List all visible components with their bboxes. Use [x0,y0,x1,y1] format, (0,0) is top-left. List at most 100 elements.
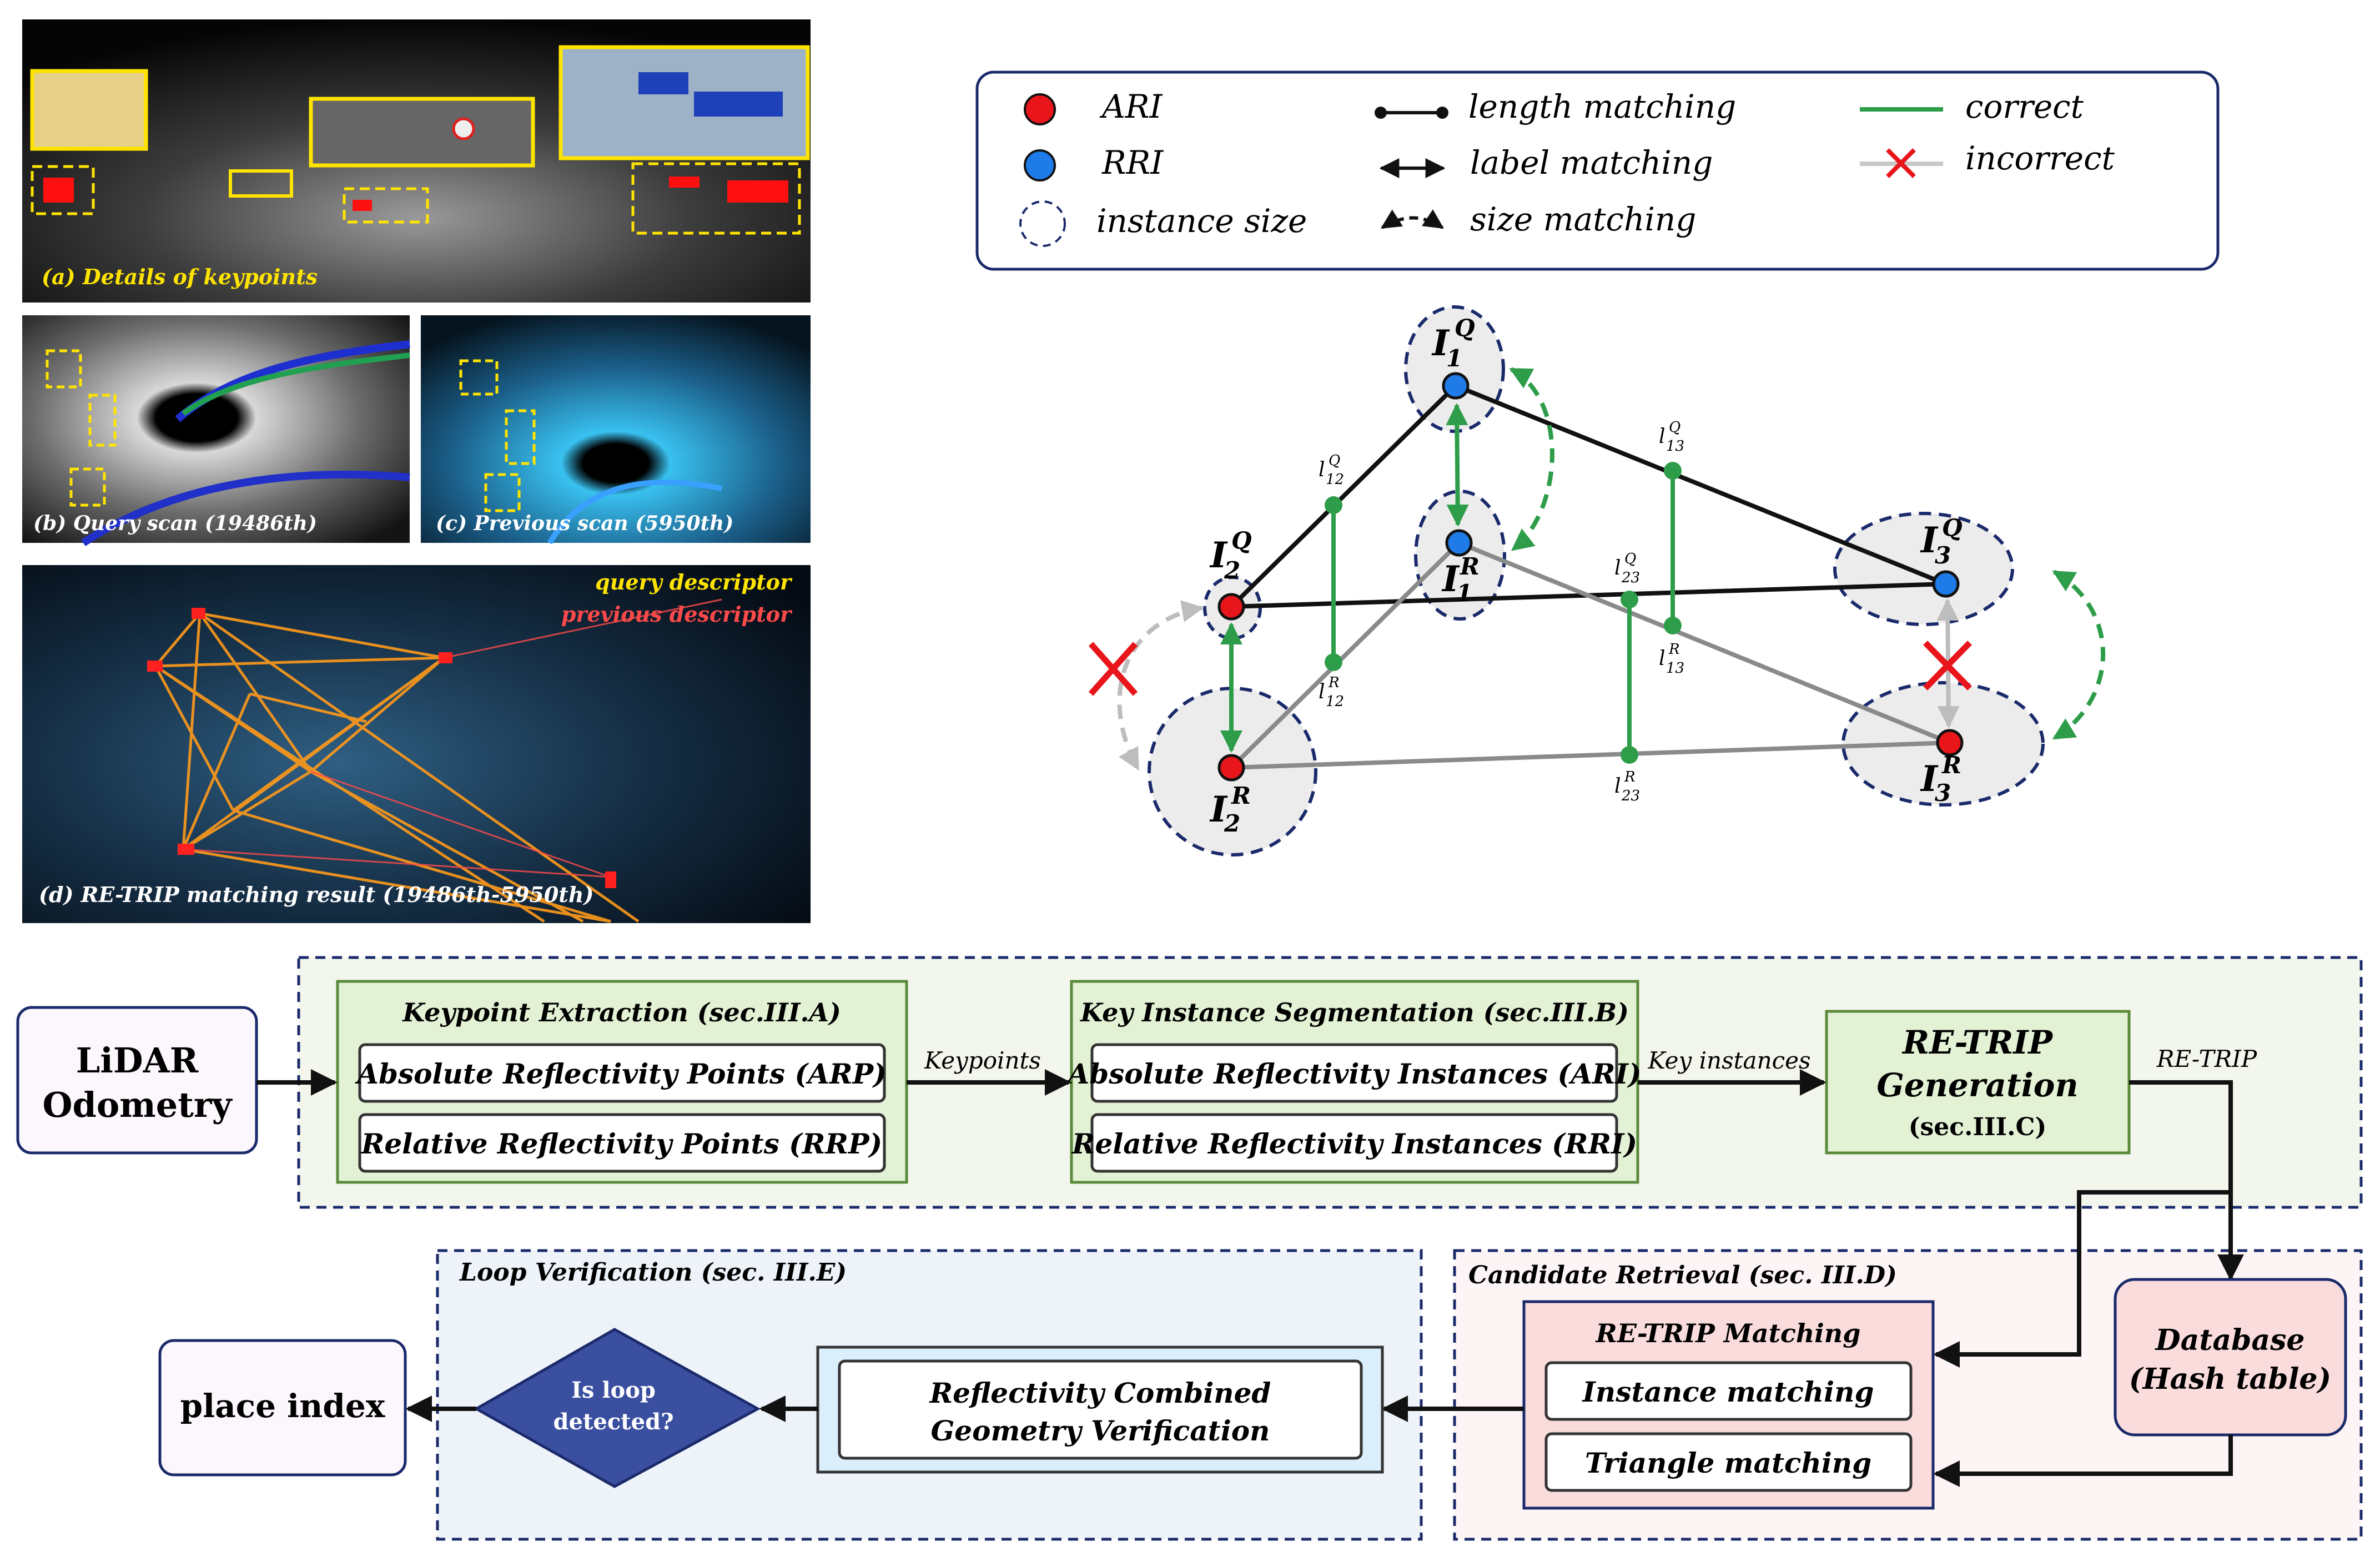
verification-box [838,1359,1363,1460]
node-i1r-rri [1445,529,1473,557]
red-keypoint [43,178,74,203]
keypoint-box [484,473,521,512]
svg-text:1: 1 [1456,580,1472,607]
svg-text:2: 2 [1224,810,1240,837]
ari-label: Absolute Reflectivity Instances (ARI) [1065,1057,1641,1090]
blue-road-sign-2 [694,92,783,117]
generation-line1: RE-TRIP [1901,1024,2053,1061]
descriptor-lines-previous [183,598,722,878]
segmentation-title: Key Instance Segmentation (sec.III.B) [1079,997,1629,1027]
legend-label-matching: label matching [1470,144,1713,182]
generation-line2: Generation [1876,1066,2078,1104]
arp-label: Absolute Reflectivity Points (ARP) [355,1057,886,1090]
svg-text:R: R [1668,641,1680,658]
instance-labels: I1Q I1R I2Q I2R I3Q I3R [1209,314,1963,837]
svg-text:R: R [1460,553,1480,580]
node-i2r-ari [1217,754,1245,782]
svg-text:I: I [1209,789,1228,830]
svg-text:R: R [1231,782,1251,809]
svg-text:13: 13 [1666,438,1684,455]
legend-instance-size: instance size [1096,202,1307,240]
matching-title: RE-TRIP Matching [1595,1318,1861,1348]
legend-size-matching: size matching [1470,200,1696,238]
legend-correct: correct [1965,88,2084,125]
svg-text:2: 2 [1224,557,1240,584]
caption-c: (c) Previous scan (5950th) [436,512,733,535]
decision-line2: detected? [553,1409,673,1435]
rri-label: Relative Reflectivity Instances (RRI) [1071,1127,1637,1160]
node-i2q-ari [1217,593,1245,621]
reference-triangle [1225,540,1951,770]
legend-query-descriptor: query descriptor [595,570,793,594]
svg-text:l: l [1319,458,1325,481]
retrip-label: RE-TRIP [2156,1045,2257,1072]
keypoint-box [69,467,106,507]
sign-inset-left [30,69,148,151]
generation-line3: (sec.III.C) [1909,1113,2047,1141]
svg-text:Q: Q [1669,419,1680,436]
descriptor-nodes [147,608,616,888]
candidate-title: Candidate Retrieval (sec. III.D) [1468,1261,1897,1289]
decision-line1: Is loop [571,1377,656,1403]
svg-text:Q: Q [1624,551,1636,567]
svg-text:Q: Q [1942,514,1963,541]
lidar-line2: Odometry [42,1085,233,1125]
label-matching-i1 [1446,403,1469,527]
triangle-matching-box [1544,1432,1913,1492]
photo-panel-a: (a) Details of keypoints [22,19,811,303]
speed-sign [452,117,475,140]
svg-text:23: 23 [1621,788,1640,804]
size-matching-i3 [2052,570,2106,740]
length-matching-legend-symbol [1375,107,1448,119]
retrip-generation-box [1825,1010,2131,1155]
red-keypoint [353,200,372,211]
point-cloud-image-c [421,315,811,543]
blue-road-sign [638,72,688,94]
incorrect-x-icon [1088,642,1138,696]
rrp-box [358,1113,886,1173]
size-matching-i1 [1509,367,1554,552]
incorrect-x-icon [1886,148,1916,178]
verification-line2: Geometry Verification [931,1414,1270,1447]
legend-border [975,70,2220,271]
database-line1: Database [2155,1323,2305,1357]
svg-text:l: l [1659,425,1666,448]
place-index-label: place index [180,1387,385,1425]
svg-text:13: 13 [1666,660,1684,677]
rri-legend-dot [1024,149,1056,182]
svg-text:l: l [1659,647,1666,670]
svg-text:3: 3 [1935,779,1951,807]
svg-text:12: 12 [1326,471,1344,488]
svg-text:I: I [1920,758,1939,800]
trajectory-c [547,479,722,545]
svg-text:l: l [1614,775,1621,798]
incorrect-x-icon [1923,641,1972,691]
caption-a: (a) Details of keypoints [42,264,318,289]
red-keypoint [669,177,700,188]
svg-text:R: R [1941,752,1961,779]
keypoints-label: Keypoints [924,1047,1041,1074]
legend-box: ARI RRI instance size length matching la… [975,70,2220,271]
length-matching-links [1331,471,1675,755]
ari-legend-dot [1024,93,1056,125]
rri-box [1090,1113,1618,1173]
keypoint-box [459,359,499,396]
red-keypoint [727,180,788,203]
photo-panel-c: (c) Previous scan (5950th) [421,315,811,545]
legend-previous-descriptor: previous descriptor [561,602,793,627]
arp-box [358,1043,886,1103]
size-matching-i2-incorrect [1117,600,1204,771]
svg-text:I: I [1431,323,1450,364]
legend-rri: RRI [1101,144,1164,182]
svg-text:l: l [1614,557,1621,580]
caption-b: (b) Query scan (19486th) [33,512,317,535]
photo-panel-b: (b) Query scan (19486th) [22,315,410,546]
instance-size-legend [1019,200,1066,247]
svg-text:R: R [1624,769,1636,785]
arrow-generation-to-matching [1933,1190,2231,1368]
keypoint-title: Keypoint Extraction (sec.III.A) [401,997,841,1027]
legend-length-matching: length matching [1468,88,1736,125]
node-i3q-rri [1932,570,1960,598]
lidar-line1: LiDAR [76,1040,199,1081]
